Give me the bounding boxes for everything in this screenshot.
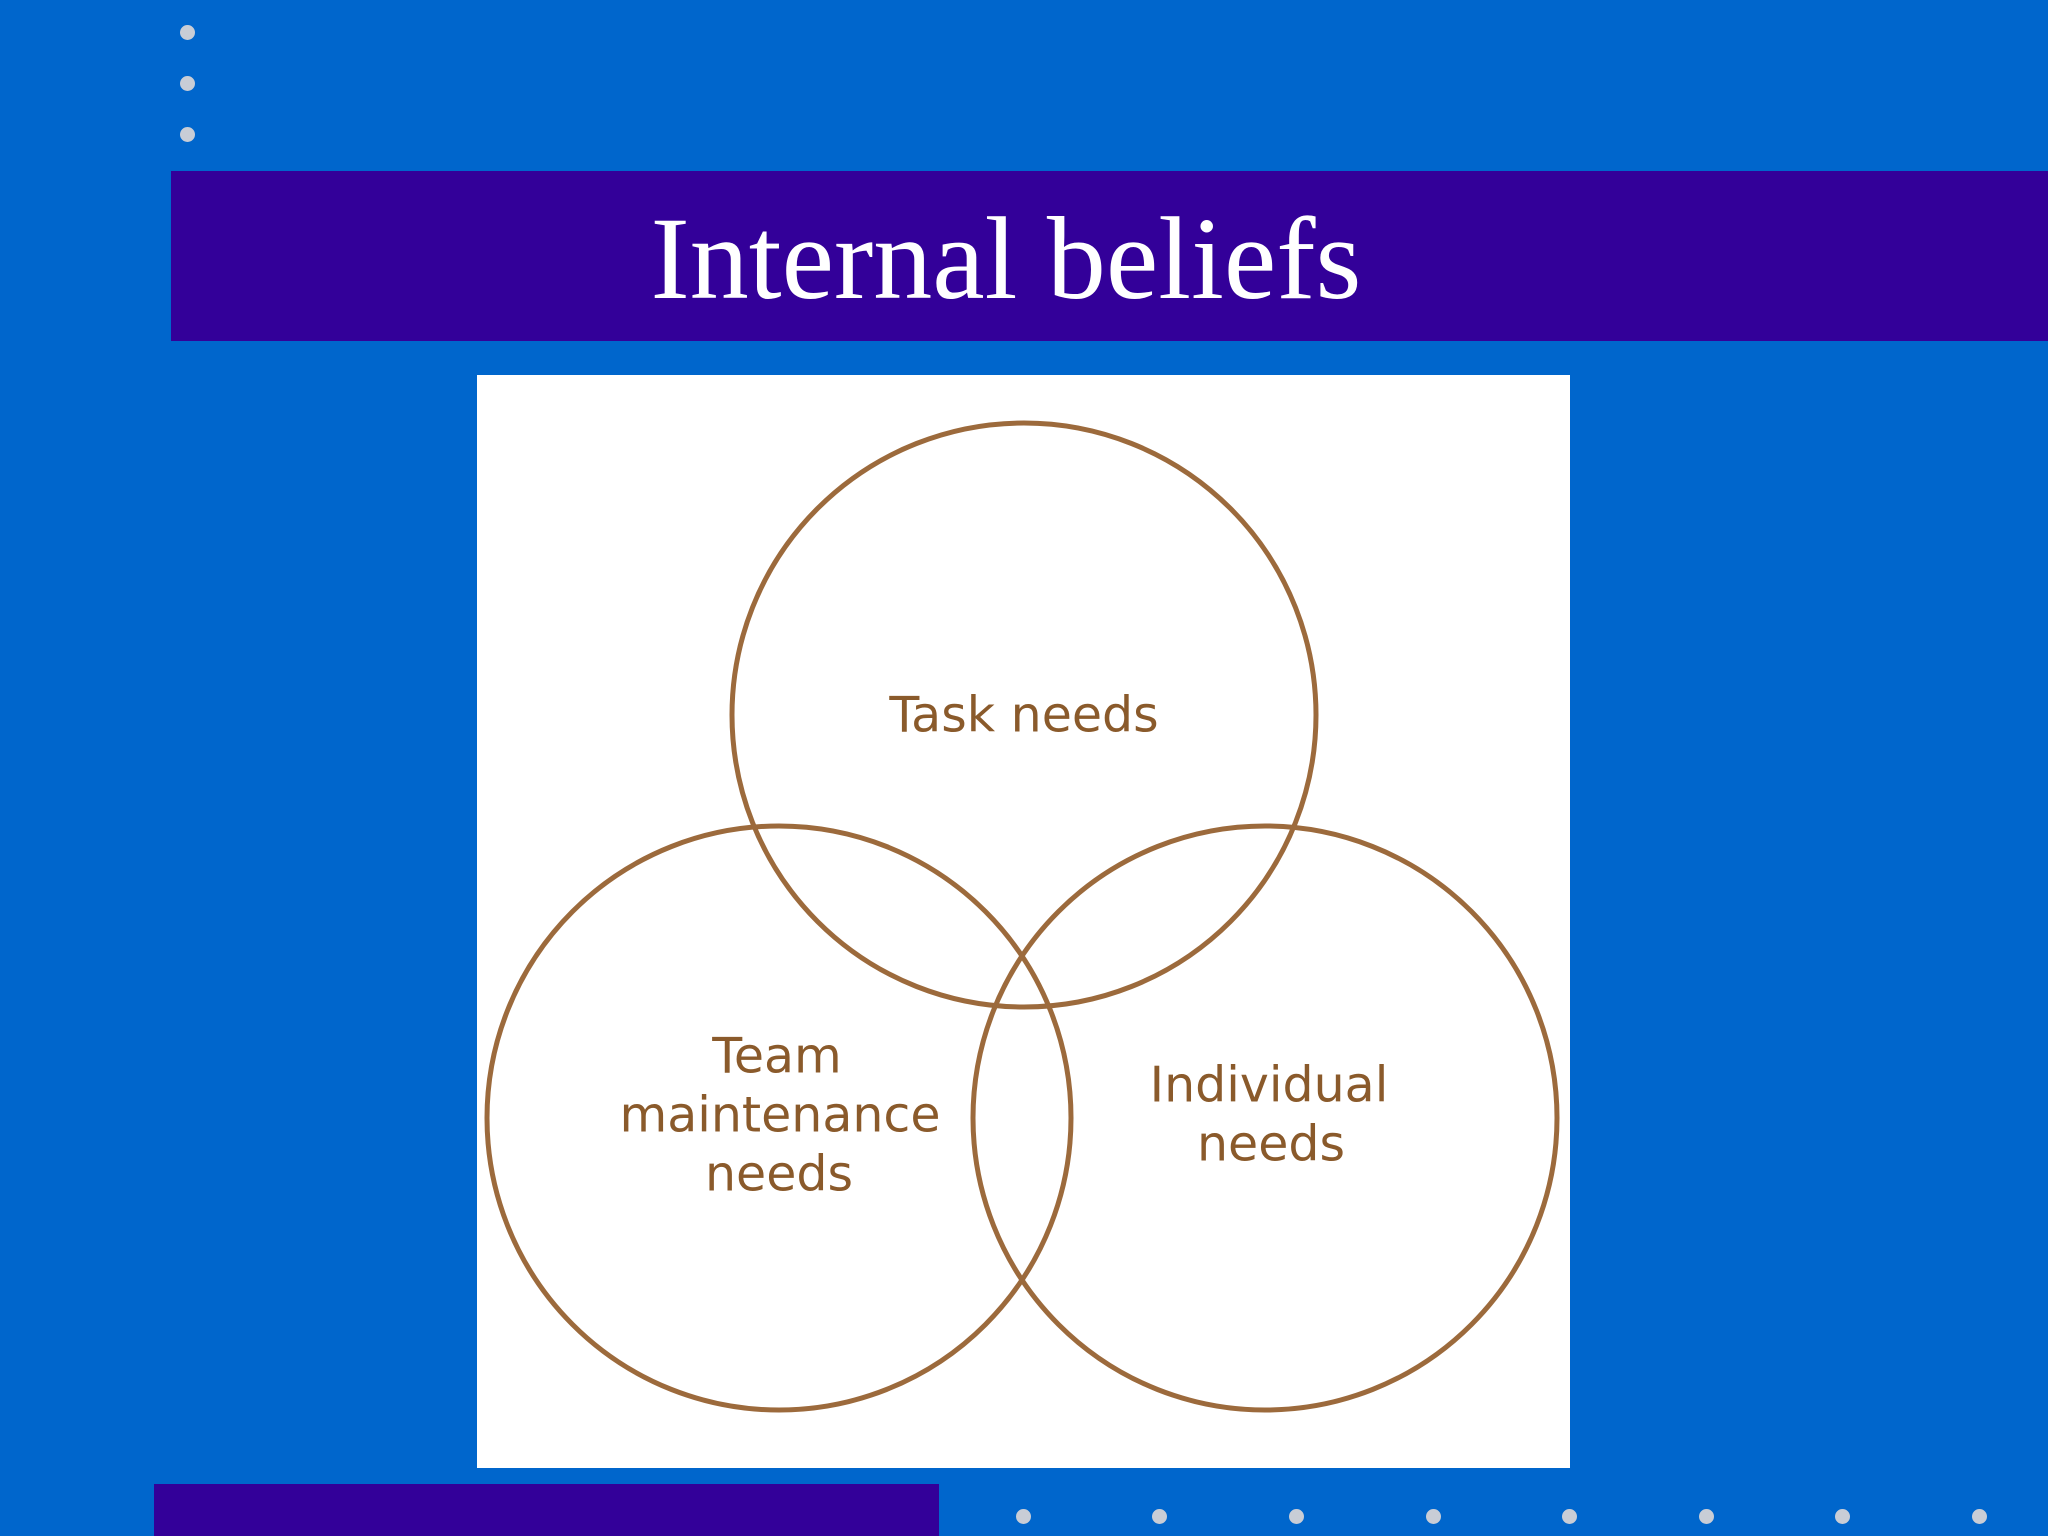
task-needs-circle [729,420,1319,1010]
individual-label-line-1: Individual [1150,1057,1389,1114]
decorative-dot-bottom-8 [1972,1509,1987,1524]
decorative-dot-bottom-5 [1562,1509,1577,1524]
decorative-dot-top-3 [180,127,195,142]
team-label-line-1: Team [711,1028,842,1085]
task-needs-label: Task needs [888,687,1158,744]
venn-diagram: Task needs Team maintenance needs Indivi… [484,420,1560,1413]
team-label-line-3: needs [705,1146,853,1203]
decorative-dot-bottom-7 [1835,1509,1850,1524]
decorative-dot-bottom-1 [1016,1509,1031,1524]
team-maintenance-needs-circle [484,823,1074,1413]
decorative-dot-bottom-4 [1426,1509,1441,1524]
decorative-dot-top-2 [180,76,195,91]
decorative-dot-top-1 [180,25,195,40]
title-band: Internal beliefs [171,171,2048,341]
team-label-line-2: maintenance [619,1087,940,1144]
venn-diagram-panel: Task needs Team maintenance needs Indivi… [477,375,1570,1468]
decorative-dot-bottom-6 [1699,1509,1714,1524]
individual-needs-circle [970,823,1560,1413]
decorative-dot-bottom-2 [1152,1509,1167,1524]
individual-label-line-2: needs [1197,1116,1345,1173]
decorative-dot-bottom-3 [1289,1509,1304,1524]
slide-title: Internal beliefs [650,193,1362,324]
footer-band [154,1484,939,1536]
